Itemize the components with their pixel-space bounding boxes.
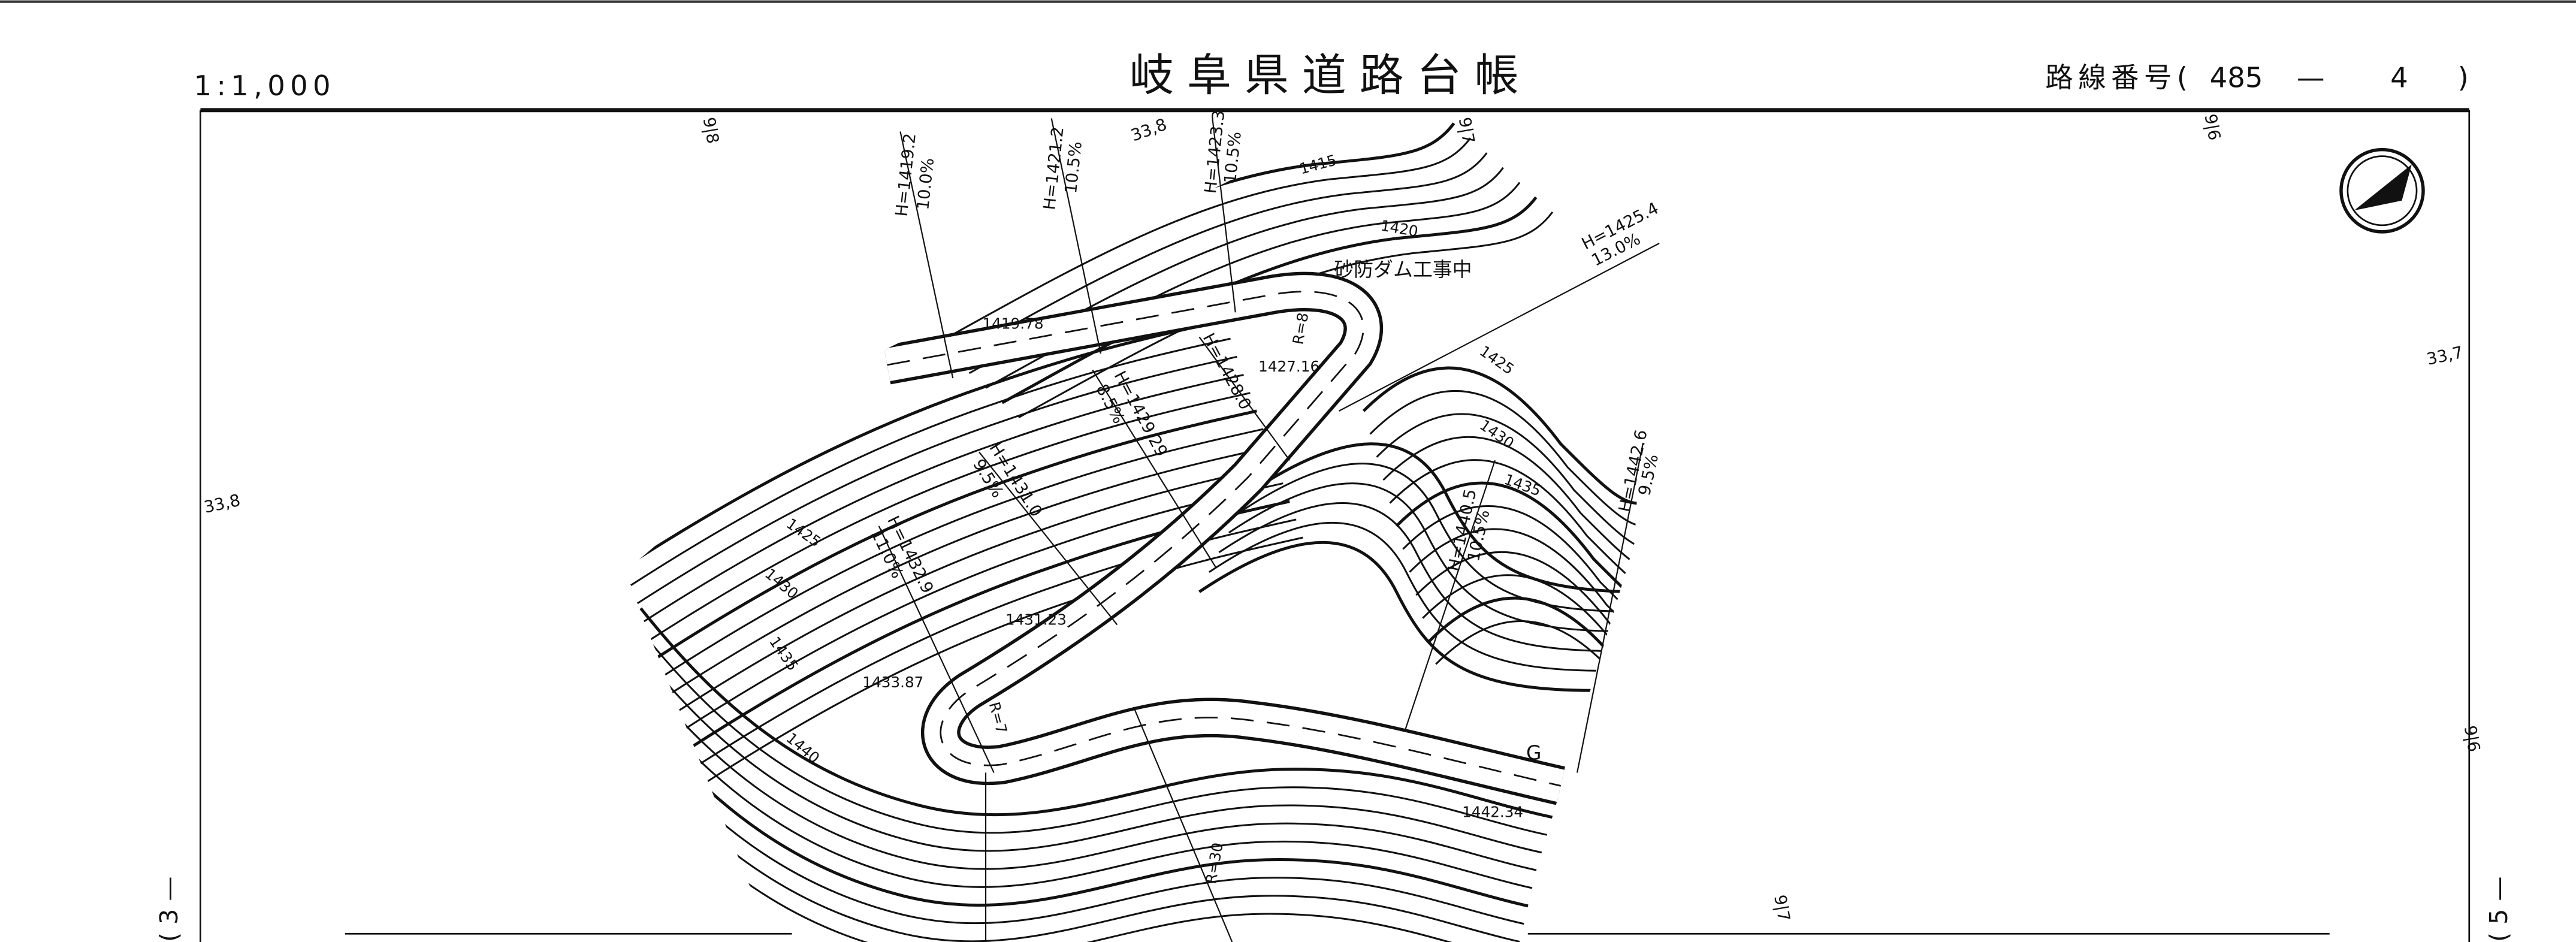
grid-label: 9|7 (1455, 116, 1478, 145)
contour-line (952, 152, 1488, 360)
contour-line (936, 137, 1472, 345)
contour-line (1248, 442, 1643, 594)
road (883, 271, 1565, 805)
spot-height: 1419.78 (983, 315, 1044, 333)
contour-line (636, 626, 1574, 841)
grid-label: 9|6 (2460, 724, 2483, 753)
adjacent-sheet-left: ( 3 — (155, 876, 183, 942)
north-arrow-icon (2339, 147, 2425, 234)
grid-label: 33,7 (2425, 343, 2465, 369)
station-elevation: H=1428.0 (1199, 330, 1255, 413)
route-label: 路線番号( (2045, 61, 2193, 93)
contour-line (1228, 482, 1623, 632)
curve-radius: R=8 (1289, 311, 1312, 346)
spot-height: 1431.23 (1005, 611, 1067, 629)
contour-line (1218, 502, 1614, 652)
contour-line (1395, 481, 1651, 620)
route-close: ) (2458, 61, 2469, 93)
scale-label: 1:1,000 (194, 70, 336, 102)
contour-line (639, 607, 1578, 824)
grid-label: 9|7 (1770, 893, 1793, 923)
contour-line (1428, 596, 1651, 735)
contour-line (624, 698, 1562, 914)
contour-line (669, 446, 1270, 695)
route-number: 路線番号( 485 — 4 ) (2045, 61, 2468, 93)
contour-line (630, 662, 1568, 877)
contour-label: 1425 (1476, 342, 1517, 378)
contour-line (636, 355, 1237, 605)
contour-line (627, 680, 1565, 895)
contour-line (676, 464, 1277, 713)
page-title: 岐阜県道路台帳 (1130, 50, 1532, 101)
contour-line (1402, 505, 1651, 642)
contour-line (696, 518, 1297, 767)
contour-line (1435, 620, 1651, 758)
spot-height: 1427.16 (1258, 358, 1319, 375)
contour-line (656, 409, 1257, 659)
contour-line (1369, 390, 1651, 527)
spot-height: 1442.34 (1462, 803, 1523, 820)
adjacent-sheet-right: ( 5 — (2484, 876, 2513, 942)
contour-line (702, 536, 1303, 785)
grid-label: 33,8 (1129, 115, 1170, 145)
contour-line (663, 428, 1264, 677)
contour-line (650, 392, 1251, 641)
contour-line (633, 644, 1571, 859)
contour-line (1362, 366, 1651, 505)
station-grade: 10.0% (914, 157, 938, 211)
curve-radius: R=7 (986, 700, 1011, 735)
grid-label: 9|6 (2200, 113, 2223, 142)
grid-label: 33,8 (203, 491, 242, 517)
contour-line (1415, 551, 1651, 689)
station-elevation: H=1421.2 (1040, 126, 1067, 211)
route-number-value: 485 (2210, 61, 2263, 93)
contour-line (643, 374, 1244, 623)
station-lines (878, 118, 1660, 942)
contour-line (624, 716, 1558, 932)
contour-line (1018, 211, 1554, 419)
contour-line (630, 337, 1231, 586)
contour-line (1209, 522, 1603, 672)
spot-height: 1433.87 (862, 674, 923, 691)
contour-line (1238, 463, 1633, 613)
contour-line (624, 319, 1225, 569)
contour-label: 1440 (783, 729, 823, 767)
grid-label: 9|8 (699, 116, 722, 145)
route-dash: — (2297, 61, 2325, 93)
contour-label: 1415 (1297, 151, 1338, 177)
sheet-number: 4 (2390, 61, 2408, 93)
contour-line (1198, 541, 1594, 692)
g-mark: G (1526, 741, 1541, 764)
construction-note: 砂防ダム工事中 (1334, 258, 1472, 281)
